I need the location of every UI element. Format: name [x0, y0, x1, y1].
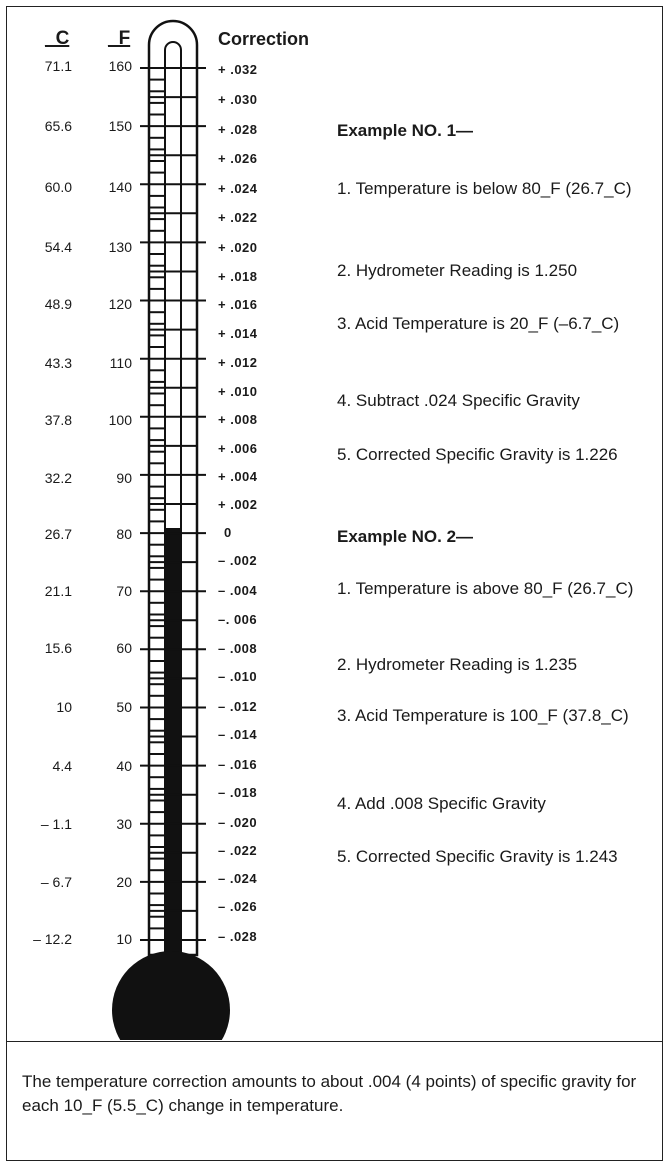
correction-value: – .008 — [218, 641, 258, 656]
example2-title: Example NO. 2— — [337, 527, 474, 546]
celsius-label: 60.0 — [44, 179, 72, 195]
thermometer-bulb — [112, 951, 230, 1040]
example1-step: 5. Corrected Specific Gravity is 1.226 — [337, 445, 618, 464]
celsius-label: – 1.1 — [40, 816, 72, 832]
example1-step: 2. Hydrometer Reading is 1.250 — [337, 261, 578, 280]
celsius-header: _C — [45, 28, 70, 49]
correction-value: 0 — [224, 525, 232, 540]
example2-step: 4. Add .008 Specific Gravity — [337, 794, 546, 813]
mercury-column — [165, 528, 181, 968]
celsius-label: 26.7 — [44, 526, 72, 542]
correction-value: + .018 — [218, 269, 258, 284]
correction-value: – .018 — [218, 785, 258, 800]
fahrenheit-label: 60 — [116, 640, 132, 656]
celsius-label: – 6.7 — [40, 874, 72, 890]
correction-header: Correction — [218, 29, 310, 49]
correction-value: – .026 — [218, 899, 258, 914]
example1-step: 1. Temperature is below 80_F (26.7_C) — [337, 179, 632, 198]
correction-value: + .006 — [218, 441, 258, 456]
correction-value: + .002 — [218, 497, 258, 512]
example1-step: 3. Acid Temperature is 20_F (–6.7_C) — [337, 314, 620, 333]
fahrenheit-label: 80 — [116, 526, 132, 542]
celsius-label: 15.6 — [44, 640, 72, 656]
footer-note: The temperature correction amounts to ab… — [22, 1072, 637, 1115]
correction-value: + .008 — [218, 412, 258, 427]
fahrenheit-label: 20 — [116, 874, 132, 890]
correction-value: + .014 — [218, 326, 258, 341]
chart-frame — [6, 6, 663, 1161]
celsius-label: 54.4 — [44, 239, 72, 255]
fahrenheit-label: 120 — [108, 296, 132, 312]
scale-ticks — [140, 67, 206, 941]
fahrenheit-label: 130 — [108, 239, 132, 255]
fahrenheit-label: 50 — [116, 699, 132, 715]
fahrenheit-label: 140 — [108, 179, 132, 195]
example2-step: 1. Temperature is above 80_F (26.7_C) — [337, 579, 634, 598]
correction-value: – .022 — [218, 843, 258, 858]
celsius-label: 21.1 — [44, 583, 72, 599]
correction-value: – .020 — [218, 815, 258, 830]
correction-value: + .010 — [218, 384, 258, 399]
fahrenheit-label: 30 — [116, 816, 132, 832]
correction-value: + .020 — [218, 240, 258, 255]
celsius-label: 43.3 — [44, 355, 72, 371]
correction-value: + .026 — [218, 151, 258, 166]
correction-value: – .028 — [218, 929, 258, 944]
celsius-label: 37.8 — [44, 412, 72, 428]
correction-value: – .002 — [218, 553, 258, 568]
correction-value: + .022 — [218, 210, 258, 225]
correction-value: + .016 — [218, 297, 258, 312]
example1-title: Example NO. 1— — [337, 121, 474, 140]
correction-value: + .004 — [218, 469, 258, 484]
fahrenheit-label: 100 — [108, 412, 132, 428]
correction-value: + .028 — [218, 122, 258, 137]
celsius-label: 4.4 — [52, 758, 72, 774]
correction-value: – .010 — [218, 669, 258, 684]
fahrenheit-header: _F — [108, 28, 131, 49]
celsius-label: 32.2 — [44, 470, 72, 486]
correction-value: – .012 — [218, 699, 258, 714]
fahrenheit-label: 160 — [108, 58, 132, 74]
celsius-label: – 12.2 — [33, 931, 72, 947]
thermometer — [112, 19, 230, 1040]
correction-value: – .004 — [218, 583, 258, 598]
example2-step: 5. Corrected Specific Gravity is 1.243 — [337, 847, 618, 866]
fahrenheit-label: 70 — [116, 583, 132, 599]
fahrenheit-label: 90 — [116, 470, 132, 486]
celsius-label: 71.1 — [44, 58, 72, 74]
fahrenheit-label: 40 — [116, 758, 132, 774]
footer-divider — [6, 1041, 663, 1042]
fahrenheit-label: 150 — [108, 118, 132, 134]
correction-value: – .024 — [218, 871, 258, 886]
correction-value: + .024 — [218, 181, 258, 196]
correction-value: – .016 — [218, 757, 258, 772]
fahrenheit-label: 10 — [116, 931, 132, 947]
fahrenheit-label: 110 — [109, 355, 132, 371]
celsius-label: 48.9 — [44, 296, 72, 312]
celsius-label: 10 — [56, 699, 72, 715]
correction-value: + .012 — [218, 355, 258, 370]
correction-value: + .032 — [218, 62, 258, 77]
example2-step: 2. Hydrometer Reading is 1.235 — [337, 655, 578, 674]
correction-value: + .030 — [218, 92, 258, 107]
celsius-label: 65.6 — [44, 118, 72, 134]
correction-value: – .014 — [218, 727, 258, 742]
correction-value: –. 006 — [218, 612, 258, 627]
example2-step: 3. Acid Temperature is 100_F (37.8_C) — [337, 706, 629, 725]
example1-step: 4. Subtract .024 Specific Gravity — [337, 391, 580, 410]
